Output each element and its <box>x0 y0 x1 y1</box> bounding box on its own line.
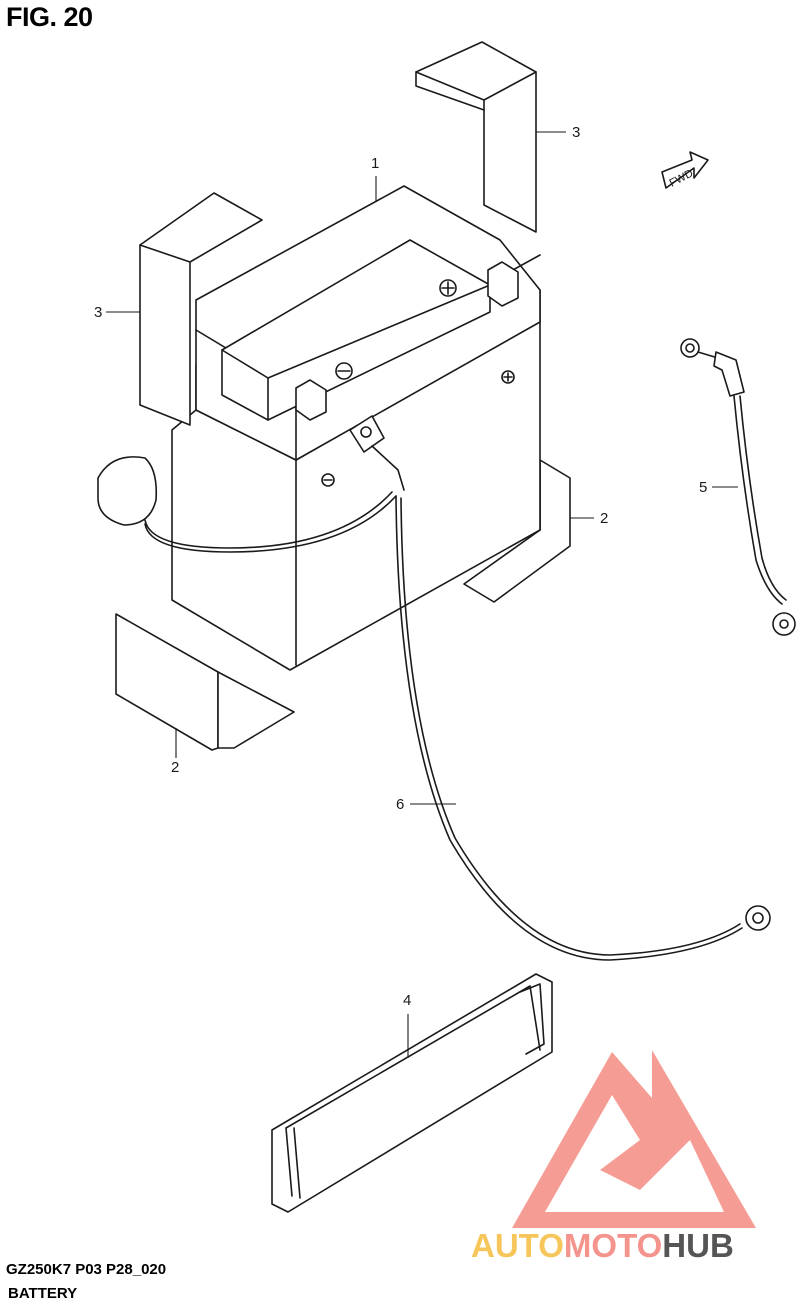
callout-battery: 1 <box>371 155 379 172</box>
forward-direction-badge: FWD <box>661 151 709 190</box>
battery-band <box>271 973 553 1213</box>
cable-negative <box>680 338 796 636</box>
diagram-name: BATTERY <box>8 1285 78 1302</box>
watermark-logo-triangle <box>512 1050 756 1228</box>
pad-left <box>106 192 263 426</box>
callout-pad-left: 3 <box>94 304 102 321</box>
callout-bracket-right: 2 <box>600 510 608 527</box>
watermark-text: AUTOMOTOHUB <box>471 1227 734 1264</box>
callout-cable-negative: 5 <box>699 479 707 496</box>
callout-band: 4 <box>403 992 411 1009</box>
callout-pad-top: 3 <box>572 124 580 141</box>
watermark-part-auto: AUTO <box>471 1227 564 1264</box>
callout-bracket-left: 2 <box>171 759 179 776</box>
callout-cable-positive: 6 <box>396 796 404 813</box>
bracket-left <box>115 613 295 758</box>
watermark-part-hub: HUB <box>662 1227 734 1264</box>
cable-positive <box>97 415 771 961</box>
watermark-logo <box>512 1050 756 1228</box>
battery <box>171 176 541 671</box>
figure-title: FIG. 20 <box>6 2 93 32</box>
watermark-part-moto: MOTO <box>564 1227 662 1264</box>
pad-top <box>415 41 566 233</box>
diagram-code: GZ250K7 P03 P28_020 <box>6 1261 167 1278</box>
